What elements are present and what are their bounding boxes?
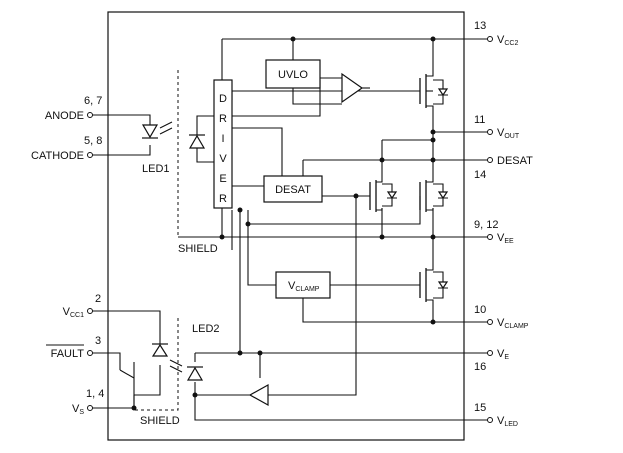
pin-number-anode: 6, 7 — [84, 95, 102, 107]
pin-number-vcc2: 13 — [474, 20, 486, 32]
shield-top-dash — [177, 70, 210, 238]
pin-name-desat: DESAT — [497, 155, 533, 167]
uvlo-comparator — [341, 72, 364, 104]
pin-terminals — [87, 36, 493, 423]
driver-letter: E — [219, 173, 226, 185]
led1-diode — [141, 121, 173, 139]
mosfet-low-side — [419, 168, 449, 212]
uvlo-block — [265, 59, 321, 89]
pin-number-fault: 3 — [95, 335, 101, 347]
pin-name-vcc1: VCC1 — [63, 306, 84, 319]
shield-bottom-dash — [134, 318, 179, 411]
pin-name-vs: VS — [72, 403, 84, 416]
fault-buffer — [248, 383, 269, 407]
pin-name-vled: VLED — [497, 415, 518, 428]
pin-name-ve: VE — [497, 348, 509, 361]
label-shield-top: SHIELD — [178, 243, 218, 255]
mosfet-desat — [369, 168, 398, 212]
driver-letter: V — [219, 153, 227, 165]
mosfet-high-side — [419, 68, 449, 108]
desat-block — [263, 175, 323, 203]
driver-block — [213, 79, 233, 209]
pin-number-vee: 9, 12 — [474, 219, 498, 231]
led2-diode — [151, 343, 183, 373]
pin-name-vcc2: VCC2 — [497, 34, 518, 47]
label-led1: LED1 — [142, 163, 170, 175]
photodiode-1 — [188, 115, 214, 163]
pin-number-vcc1: 2 — [95, 293, 101, 305]
label-led2: LED2 — [192, 323, 220, 335]
driver-letter: D — [219, 93, 227, 105]
pin-number-vs: 1, 4 — [86, 388, 104, 400]
pin-name-fault: FAULT — [51, 348, 85, 360]
pin-name-anode: ANODE — [45, 110, 84, 122]
driver-letter: R — [219, 113, 227, 125]
desat-block-label: DESAT — [275, 184, 311, 196]
pin-name-vee: VEE — [497, 232, 514, 245]
pin-number-vclamp: 10 — [474, 304, 486, 316]
mosfet-clamp — [419, 262, 449, 302]
junction-dots — [131, 36, 436, 411]
driver-letter: R — [219, 193, 227, 205]
uvlo-label: UVLO — [278, 69, 308, 81]
pin-number-ve: 16 — [474, 361, 486, 373]
vclamp-block-label: VCLAMP — [288, 280, 320, 293]
driver-letters: D R I V E R — [219, 93, 227, 205]
pin-number-cathode: 5, 8 — [84, 135, 102, 147]
pin-number-vled: 15 — [474, 402, 486, 414]
pin-name-vclamp: VCLAMP — [497, 317, 529, 330]
pin-number-vout: 11 — [474, 114, 485, 126]
pin-name-vout: VOUT — [497, 127, 520, 140]
photodiode-2 — [186, 366, 204, 381]
pin-name-cathode: CATHODE — [31, 150, 84, 162]
pin-number-desat: 14 — [474, 169, 486, 181]
driver-letter: I — [221, 133, 224, 145]
vclamp-block — [275, 271, 331, 299]
label-shield-bottom: SHIELD — [140, 415, 180, 427]
